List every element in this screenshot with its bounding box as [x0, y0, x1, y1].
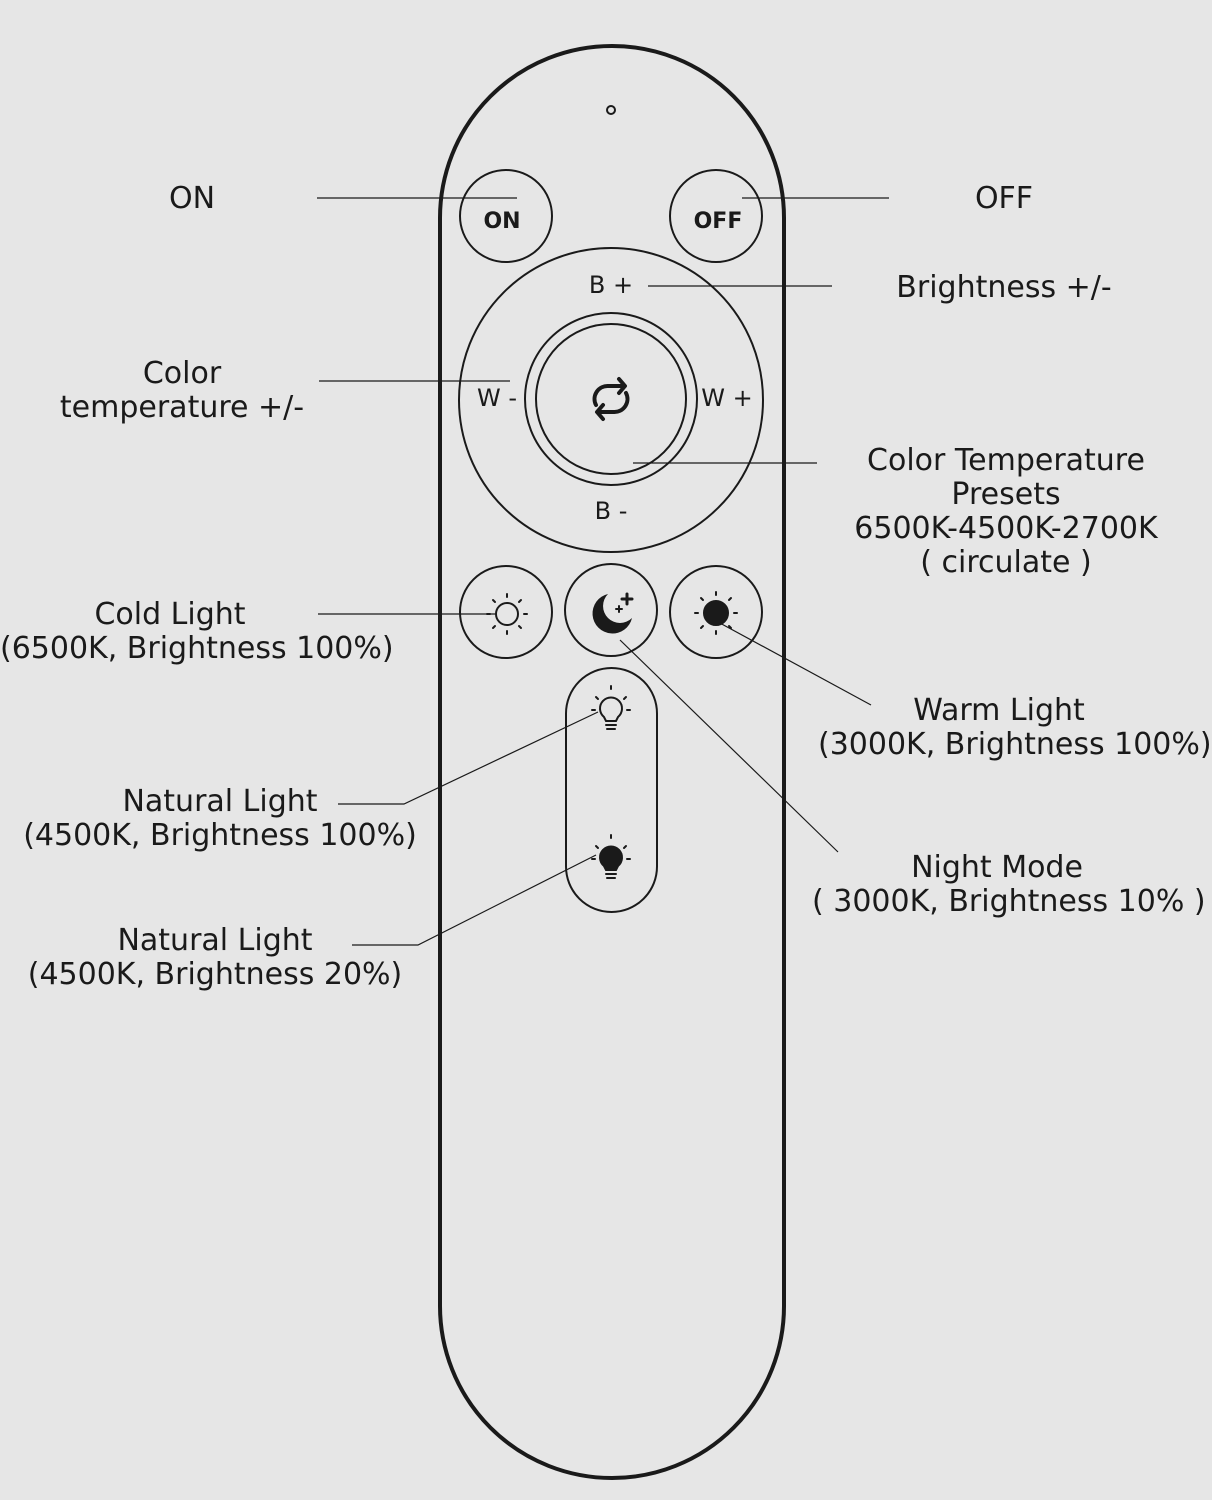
off-button[interactable]: OFF	[669, 169, 763, 263]
cold-light-button[interactable]	[459, 565, 553, 659]
label-night-mode: Night Mode ( 3000K, Brightness 10% )	[812, 850, 1206, 919]
bulb-outline-icon	[591, 685, 631, 730]
label-natural-20-line1: Natural Light	[117, 923, 313, 958]
bulb-filled-icon	[591, 834, 631, 879]
remote-body	[438, 44, 786, 1480]
label-off: OFF	[902, 182, 1106, 216]
natural-light-pill	[565, 667, 658, 913]
label-natural-100: Natural Light (4500K, Brightness 100%)	[20, 785, 420, 853]
label-night-mode-line2: ( 3000K, Brightness 10% )	[812, 884, 1206, 919]
label-natural-100-line2: (4500K, Brightness 100%)	[23, 818, 417, 853]
label-presets-line2: Presets	[951, 477, 1061, 512]
warmth-up-button[interactable]: W +	[701, 384, 752, 412]
label-natural-20-line2: (4500K, Brightness 20%)	[27, 957, 403, 992]
dpad-ring[interactable]	[458, 247, 764, 553]
label-on-text: ON	[168, 181, 216, 216]
label-night-mode-line1: Night Mode	[911, 850, 1083, 885]
label-color-temp: Color temperature +/-	[42, 357, 322, 425]
label-color-temp-line2: temperature +/-	[59, 390, 305, 425]
label-on: ON	[90, 182, 294, 216]
label-color-temp-line1: Color	[142, 356, 222, 391]
leader-warm	[717, 621, 872, 706]
sun-filled-icon	[694, 591, 738, 635]
night-mode-button[interactable]	[564, 563, 658, 657]
on-button-label: ON	[483, 209, 520, 234]
moon-stars-icon	[592, 592, 634, 634]
leader-natural-20	[352, 854, 597, 946]
label-natural-20: Natural Light (4500K, Brightness 20%)	[20, 924, 410, 992]
label-warm-light: Warm Light (3000K, Brightness 100%)	[818, 693, 1212, 762]
warmth-down-button[interactable]: W -	[477, 384, 517, 412]
brightness-up-button[interactable]: B +	[589, 271, 633, 299]
warm-light-button[interactable]	[669, 565, 763, 659]
preset-cycle-button[interactable]	[524, 312, 698, 486]
cycle-arrows-icon	[592, 377, 630, 421]
label-brightness: Brightness +/-	[852, 271, 1156, 305]
label-presets: Color Temperature Presets 6500K-4500K-27…	[848, 444, 1164, 580]
leader-night	[619, 639, 839, 853]
label-presets-line4: ( circulate )	[920, 545, 1092, 580]
leader-lines	[317, 197, 889, 946]
label-cold-light: Cold Light (6500K, Brightness 100%)	[0, 597, 394, 666]
indicator-led	[606, 105, 616, 115]
label-brightness-text: Brightness +/-	[896, 270, 1112, 305]
off-button-label: OFF	[694, 209, 743, 234]
label-presets-line1: Color Temperature	[867, 443, 1145, 478]
label-off-text: OFF	[974, 181, 1034, 216]
leader-natural-100	[338, 711, 599, 805]
label-natural-100-line1: Natural Light	[122, 784, 318, 819]
natural-light-100-button[interactable]	[566, 668, 657, 778]
label-warm-light-line1: Warm Light	[913, 693, 1085, 728]
label-cold-light-line1: Cold Light	[94, 597, 246, 632]
label-presets-line3: 6500K-4500K-2700K	[854, 511, 1158, 546]
label-warm-light-line2: (3000K, Brightness 100%)	[818, 727, 1212, 762]
brightness-down-button[interactable]: B -	[595, 497, 628, 525]
label-cold-light-line2: (6500K, Brightness 100%)	[0, 631, 394, 666]
on-button[interactable]: ON	[459, 169, 553, 263]
